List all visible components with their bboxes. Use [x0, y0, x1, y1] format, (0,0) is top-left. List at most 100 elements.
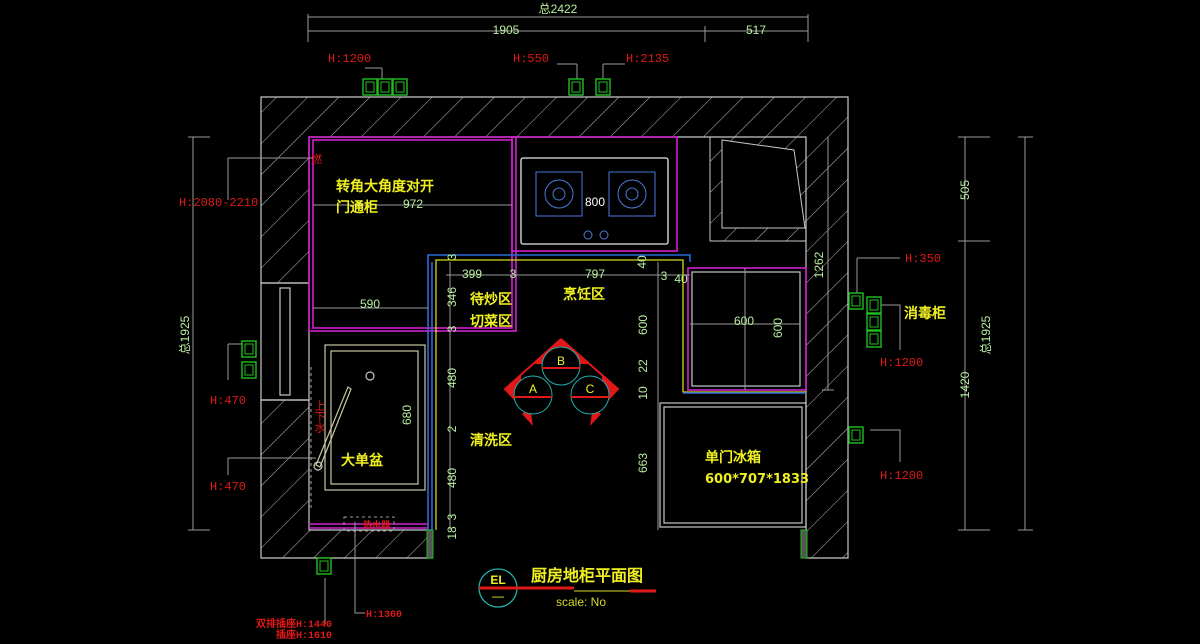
dim-right-col: 663 [636, 453, 650, 473]
socket-icon [392, 78, 408, 96]
title-symbol-letter: EL [490, 573, 505, 587]
triangle-node-b: B [541, 346, 581, 386]
dim-right-upper: 505 [958, 180, 972, 200]
label-socket-top-mid: H:550 [513, 52, 549, 66]
label-left-upper: H:470 [210, 394, 246, 408]
socket-icon [866, 313, 882, 331]
dim-top-right: 517 [746, 23, 766, 37]
socket-icon [866, 296, 882, 314]
label-gas-height: H:2080-2210 [179, 196, 258, 210]
dim-counter-gap1: 3 [510, 267, 517, 281]
dim-sink-depth: 680 [400, 405, 414, 425]
dim-top-left: 1905 [493, 23, 520, 37]
dim-left-col: 18 [445, 526, 459, 540]
node-label-a: A [529, 382, 537, 396]
dim-left-col: 3 [445, 513, 459, 520]
burner-right [608, 171, 656, 217]
dim-left-col: 3 [445, 253, 459, 260]
dim-left-col: 3 [445, 325, 459, 332]
drawing-scale: scale: No [556, 595, 606, 609]
zone-fridge: 单门冰箱 [705, 449, 761, 466]
dim-disinfect-w: 600 [734, 314, 754, 328]
dim-disinfect-h: 600 [771, 318, 785, 338]
label-socket-top-left: H:1200 [328, 52, 371, 66]
drawing-title: 厨房地柜平面图 [531, 566, 643, 585]
zone-fridge-size: 600*707*1833 [705, 472, 809, 487]
zone-cutting: 切菜区 [470, 313, 512, 330]
counter-edge-blue [427, 254, 691, 530]
dimension-lines [188, 14, 1033, 624]
socket-icon [377, 78, 393, 96]
dim-right-lower: 1420 [958, 371, 972, 398]
counter-edge-yellow [435, 259, 806, 530]
label-double-socket: 双排插座H:1440 [256, 617, 332, 631]
gas-mark: 燃 [311, 152, 322, 167]
label-right-lower: H:1200 [880, 469, 923, 483]
zone-prep: 待炒区 [470, 291, 512, 308]
dim-left-col: 2 [445, 425, 459, 432]
fridge [659, 402, 807, 528]
stove-cabinet [511, 136, 678, 252]
node-label-b: B [557, 354, 565, 368]
triangle-node-a: A [513, 375, 553, 415]
dim-stove: 800 [585, 195, 605, 209]
knob-left [583, 230, 593, 240]
title-symbol-sub: — [492, 589, 504, 603]
socket-icon [866, 330, 882, 348]
burner-left [535, 171, 583, 217]
socket-icon [241, 340, 257, 358]
dim-corner-width: 972 [403, 197, 423, 211]
dim-left-col: 480 [445, 368, 459, 388]
title-block: EL — 厨房地柜平面图 scale: No [478, 566, 656, 609]
label-left-lower: H:470 [210, 480, 246, 494]
label-socket-top-right: H:2135 [626, 52, 669, 66]
label-right-mid: H:1200 [880, 356, 923, 370]
socket-icon [568, 78, 584, 96]
socket-icon [848, 292, 864, 310]
work-triangle: B A C [503, 338, 620, 426]
triangle-node-c: C [570, 375, 610, 415]
zone-cooking: 烹饪区 [563, 286, 605, 303]
dim-left-total: 总1925 [178, 315, 192, 354]
dim-right-col: 600 [636, 315, 650, 335]
label-single-socket: 插座H:1610 [276, 628, 332, 642]
walls [260, 96, 849, 559]
water-heater-label: 热水器 [363, 519, 391, 531]
cabinets [308, 136, 807, 532]
dim-counter-gap2: 3 [661, 269, 668, 283]
label-water-heater-height: H:1360 [366, 610, 402, 621]
node-label-c: C [586, 382, 595, 396]
dim-left-col: 346 [445, 287, 459, 307]
range-hood [721, 139, 806, 229]
socket-icon [595, 78, 611, 96]
dim-counter-left: 399 [462, 267, 482, 281]
dim-right-col: 10 [636, 386, 650, 400]
dim-counter-right: 797 [585, 267, 605, 281]
wall-strip-right [800, 529, 808, 559]
dim-corner-depth: 590 [360, 297, 380, 311]
wall-strip-left [426, 529, 434, 559]
dim-right-cabinet: 1262 [812, 251, 826, 278]
socket-icon [241, 361, 257, 379]
knob-right [599, 230, 609, 240]
dim-total-width: 总2422 [539, 2, 578, 16]
sink-drain [365, 371, 375, 381]
window-opening [260, 282, 310, 401]
zone-sink: 大单盆 [341, 452, 384, 469]
zone-disinfection: 消毒柜 [904, 305, 946, 322]
dim-counter-end: 40 [674, 272, 688, 286]
socket-icon [362, 78, 378, 96]
zone-washing: 清洗区 [470, 432, 512, 449]
water-heater-outline [343, 516, 395, 532]
window-frame [279, 287, 291, 396]
socket-icon [848, 426, 864, 444]
label-right-upper: H:350 [905, 252, 941, 266]
dim-right-total: 总1925 [979, 315, 993, 354]
sink [324, 344, 426, 491]
faucet [315, 386, 352, 468]
cooktop [520, 157, 669, 245]
dim-left-col: 480 [445, 468, 459, 488]
water-pipe-label: 上下水 [312, 400, 326, 433]
disinfection-cabinet [687, 267, 807, 391]
